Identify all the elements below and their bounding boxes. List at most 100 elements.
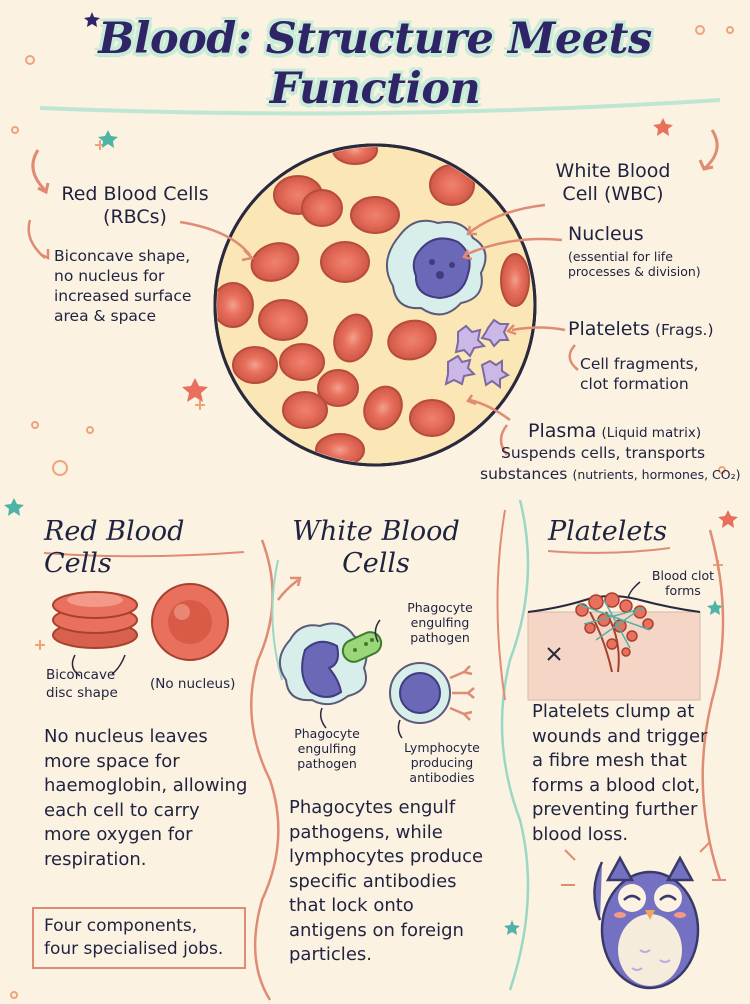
stacked-rbc-illustration	[52, 591, 138, 649]
nucleus-desc-line: processes & division)	[568, 264, 701, 279]
rbc-desc-line: Biconcave shape,	[54, 247, 191, 265]
label-line: antibodies	[409, 770, 475, 785]
platelets-description: Cell fragments, clot formation	[580, 354, 740, 394]
body-line: that lock onto	[289, 895, 414, 916]
rbc-cell	[333, 313, 373, 363]
rbc-cell	[250, 242, 300, 282]
nucleus-label: Nucleus	[568, 223, 644, 245]
owl-mascot	[593, 855, 700, 990]
label-line: pathogen	[297, 756, 357, 771]
body-line: pathogens, while	[289, 821, 443, 843]
body-line: wounds and trigger	[532, 725, 708, 747]
rbc-abbrev: (RBCs)	[103, 206, 167, 228]
nucleus-description: (essential for life processes & division…	[568, 249, 748, 279]
rbc-cell	[217, 282, 254, 328]
label-line: engulfing	[297, 741, 357, 756]
sparkle-decorations	[561, 841, 726, 886]
clot-label: Blood clot forms	[640, 568, 726, 598]
label-line: Lymphocyte	[404, 740, 480, 755]
arrow-icon	[276, 579, 299, 601]
arrow-icon-right	[703, 129, 719, 170]
body-line: haemoglobin, allowing	[44, 775, 248, 796]
body-line: No nucleus leaves	[44, 726, 208, 747]
disc-shape-label: Biconcave disc shape	[46, 666, 146, 702]
divider-line	[250, 539, 280, 1001]
summary-callout: Four components, four specialised jobs.	[32, 907, 246, 969]
wbc-heading-line: White Blood	[292, 516, 460, 547]
rbc-cell	[387, 319, 437, 361]
label-line: Blood clot	[651, 568, 715, 583]
title-swash	[39, 98, 721, 116]
rbc-label-text: Red Blood Cells	[61, 183, 209, 205]
body-line: antigens on foreign	[289, 919, 464, 941]
page-title: Blood: Structure Meets Function	[98, 14, 652, 114]
rbc-desc-line: no nucleus for	[54, 267, 165, 285]
wound-clot-illustration	[527, 592, 701, 701]
callout-line: Four components,	[44, 916, 198, 936]
lymphocyte-label: Lymphocyte producing antibodies	[392, 740, 492, 785]
rbc-cell	[409, 399, 455, 437]
divider-line	[701, 529, 725, 881]
rbc-section-body: No nucleus leaves more space for haemogl…	[44, 725, 259, 872]
plasma-label: Plasma (Liquid matrix)	[528, 420, 750, 443]
body-line: more oxygen for	[44, 824, 193, 845]
rbc-cell	[282, 391, 328, 429]
platelets-section-heading: Platelets	[548, 516, 668, 547]
no-nucleus-label: (No nucleus)	[150, 676, 236, 692]
blood-sample-diagram	[213, 143, 537, 467]
platelets	[444, 318, 510, 389]
disc-shape-line: disc shape	[46, 685, 118, 701]
body-line: particles.	[289, 944, 372, 965]
body-line: preventing further	[532, 799, 698, 820]
rbc-cell	[500, 253, 530, 307]
wbc-heading-line: Cells	[342, 548, 410, 579]
rbc-description: Biconcave shape, no nucleus for increase…	[54, 246, 234, 326]
white-blood-cell	[385, 219, 487, 316]
plasma-desc-text: substances	[480, 465, 568, 483]
body-line: a fibre mesh that	[532, 750, 687, 771]
body-line: Phagocytes engulf	[289, 797, 456, 818]
lymphocyte-illustration	[389, 662, 475, 724]
rbc-cell	[232, 346, 278, 384]
rbc-desc-line: increased surface	[54, 287, 192, 305]
disc-shape-line: Biconcave	[46, 667, 116, 683]
platelets-label-text: Platelets	[568, 318, 650, 340]
label-line: pathogen	[410, 630, 470, 645]
body-line: specific antibodies	[289, 870, 457, 892]
rbc-cell	[350, 196, 400, 234]
wbc-section-body: Phagocytes engulf pathogens, while lymph…	[289, 796, 504, 968]
label-line: producing	[410, 755, 474, 770]
platelets-label: Platelets (Frags.)	[568, 318, 748, 341]
platelets-desc-line: Cell fragments,	[580, 355, 699, 373]
divider-line	[271, 559, 283, 681]
body-line: each cell to carry	[44, 799, 200, 821]
single-rbc-illustration	[151, 583, 229, 661]
label-line: forms	[665, 583, 701, 598]
platelets-abbrev: (Frags.)	[654, 321, 714, 339]
rbc-section-heading: Red Blood Cells	[44, 516, 185, 579]
rbc-label: Red Blood Cells (RBCs)	[45, 183, 225, 229]
rbc-cell	[301, 189, 343, 227]
heading-underline	[547, 547, 671, 554]
body-line: more space for	[44, 750, 180, 772]
red-blood-cells	[217, 147, 530, 463]
rbc-cell	[429, 164, 475, 206]
wbc-label-line: White Blood	[555, 160, 671, 182]
body-line: lymphocytes produce	[289, 846, 484, 867]
body-line: forms a blood clot,	[532, 774, 701, 796]
plasma-description-2: substances (nutrients, hormones, CO₂)	[480, 464, 748, 484]
phagocyte-illustration	[279, 622, 368, 706]
plasma-description-1: Suspends cells, transports	[501, 444, 706, 462]
rbc-cell	[258, 299, 308, 341]
pathogen-illustration	[341, 631, 383, 663]
rbc-cell	[363, 385, 403, 431]
plasma-desc-note: (nutrients, hormones, CO₂)	[572, 467, 741, 482]
label-arrows	[27, 203, 579, 456]
nucleus-desc-line: (essential for life	[568, 249, 673, 264]
label-line: Phagocyte	[407, 600, 473, 615]
star-decorations	[4, 12, 738, 935]
plasma-label-text: Plasma	[528, 420, 597, 442]
rbc-cell	[320, 241, 370, 283]
